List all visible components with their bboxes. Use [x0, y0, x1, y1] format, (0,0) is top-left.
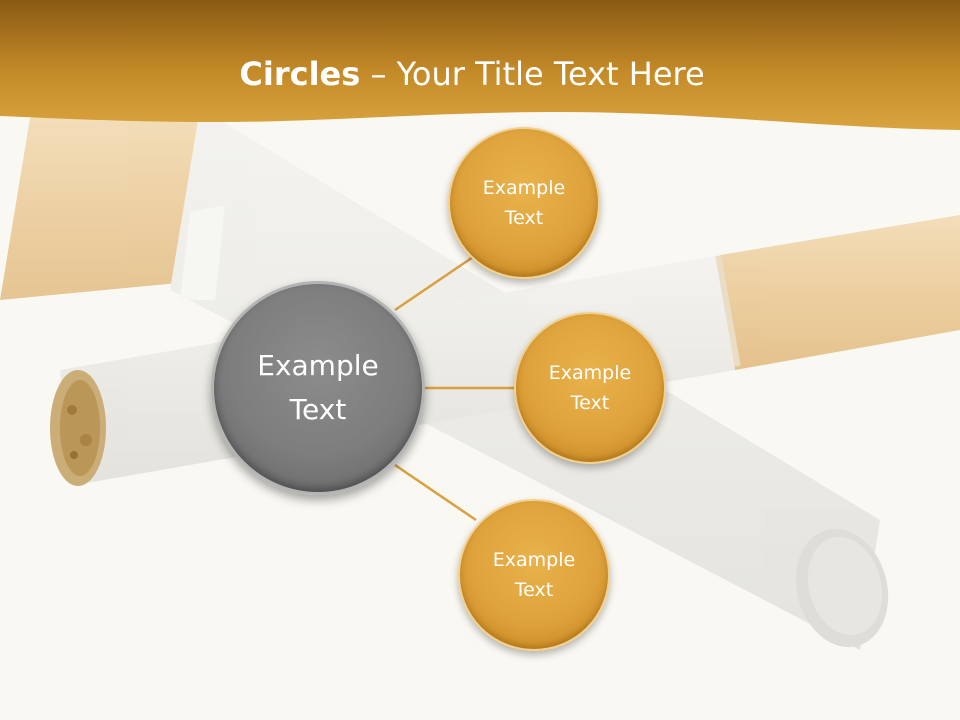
node-top-line2: Text [504, 207, 544, 229]
node-middle-line2: Text [570, 392, 610, 414]
center-circle: Example Text [211, 281, 425, 495]
node-circle-bottom: Example Text [458, 499, 610, 651]
center-circle-line2: Text [289, 393, 347, 426]
node-bottom-line1: Example [492, 549, 576, 571]
title-bold-part: Circles [239, 55, 361, 93]
title-regular-part: – Your Title Text Here [360, 55, 705, 93]
header-band [0, 0, 960, 130]
node-middle-line1: Example [548, 362, 632, 384]
node-circle-middle: Example Text [514, 312, 666, 464]
connector-line-top [394, 253, 477, 312]
connector-line-bottom [394, 463, 477, 522]
center-circle-line1: Example [257, 349, 379, 382]
node-top-line1: Example [482, 177, 566, 199]
node-circle-top: Example Text [448, 127, 600, 279]
slide-title: Circles – Your Title Text Here [0, 52, 944, 96]
node-bottom-line2: Text [514, 579, 554, 601]
